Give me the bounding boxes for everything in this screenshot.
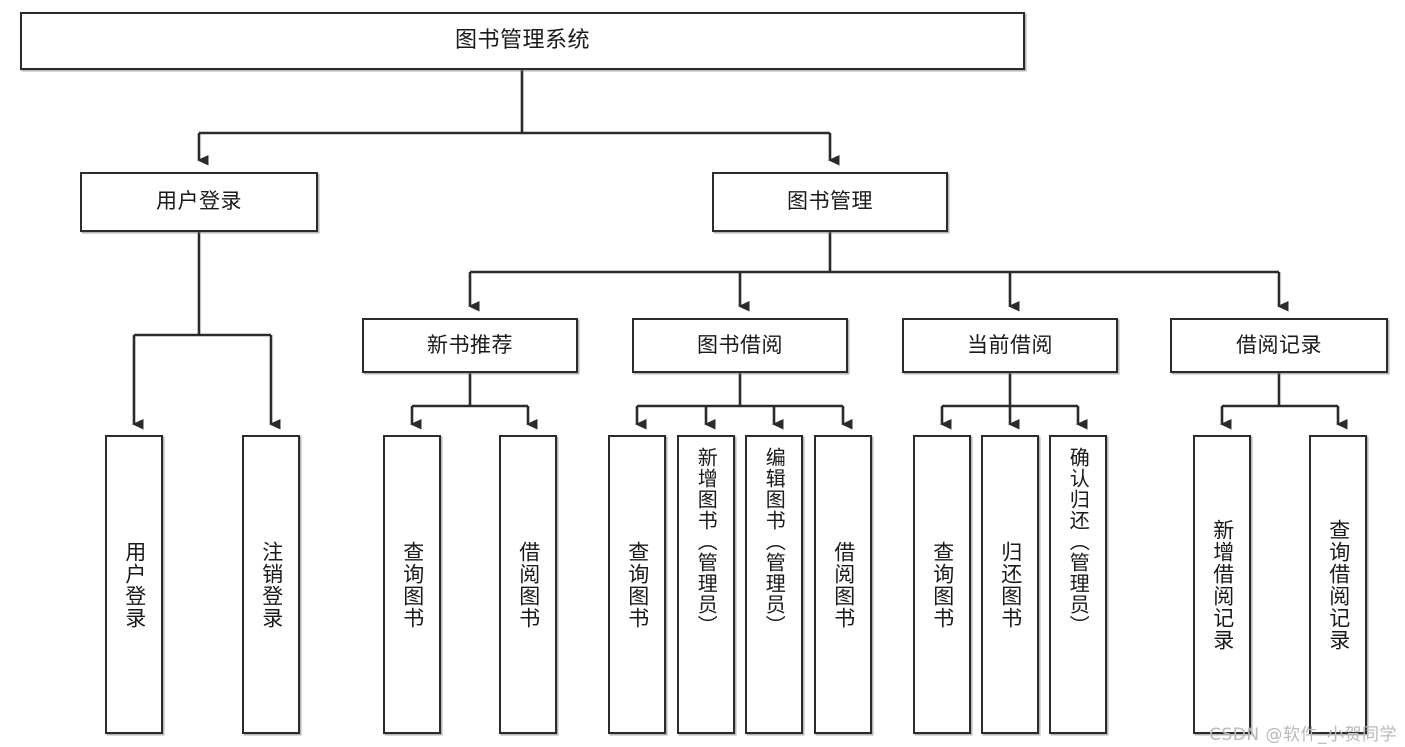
node-label: 当前借阅: [967, 332, 1053, 357]
node-label: 图书管理系统: [454, 27, 590, 53]
node-label: 编辑图书（管理员）: [762, 447, 787, 636]
leaf-recommend-borrow-book[interactable]: 借阅图书: [499, 435, 557, 734]
node-label: 归还图书: [998, 540, 1023, 629]
node-label: 借阅记录: [1236, 332, 1322, 357]
leaf-user-login-login[interactable]: 用户登录: [105, 435, 163, 734]
node-label: 查询借阅记录: [1326, 518, 1351, 651]
node-label: 图书借阅: [697, 332, 783, 357]
node-new-book-recommend[interactable]: 新书推荐: [362, 318, 578, 373]
node-label: 用户登录: [122, 540, 147, 629]
node-root-system[interactable]: 图书管理系统: [20, 12, 1025, 70]
node-user-login[interactable]: 用户登录: [80, 172, 318, 232]
node-label: 借阅图书: [516, 540, 541, 629]
node-label: 确认归还（管理员）: [1066, 447, 1091, 636]
leaf-borrow-edit-book-admin[interactable]: 编辑图书（管理员）: [745, 435, 803, 734]
node-label: 查询图书: [625, 540, 650, 629]
leaf-record-query-record[interactable]: 查询借阅记录: [1309, 435, 1367, 734]
leaf-current-return-book[interactable]: 归还图书: [981, 435, 1039, 734]
leaf-record-add-record[interactable]: 新增借阅记录: [1193, 435, 1251, 734]
node-label: 图书管理: [787, 189, 873, 214]
node-label: 用户登录: [156, 189, 242, 214]
leaf-recommend-query-book[interactable]: 查询图书: [383, 435, 441, 734]
node-label: 新增图书（管理员）: [694, 447, 719, 636]
leaf-borrow-borrow-book[interactable]: 借阅图书: [814, 435, 872, 734]
leaf-borrow-add-book-admin[interactable]: 新增图书（管理员）: [677, 435, 735, 734]
watermark-text: CSDN @软件_小贺同学: [1209, 725, 1397, 745]
node-book-borrow[interactable]: 图书借阅: [632, 318, 848, 373]
node-label: 新增借阅记录: [1210, 518, 1235, 651]
node-label: 查询图书: [400, 540, 425, 629]
leaf-current-query-book[interactable]: 查询图书: [913, 435, 971, 734]
leaf-borrow-query-book[interactable]: 查询图书: [608, 435, 666, 734]
leaf-user-login-logout[interactable]: 注销登录: [242, 435, 300, 734]
node-borrow-record[interactable]: 借阅记录: [1170, 318, 1388, 373]
node-label: 借阅图书: [831, 540, 856, 629]
node-current-borrow[interactable]: 当前借阅: [902, 318, 1118, 373]
node-label: 注销登录: [259, 540, 284, 629]
leaf-current-confirm-return-admin[interactable]: 确认归还（管理员）: [1049, 435, 1107, 734]
node-label: 新书推荐: [427, 332, 513, 357]
node-book-management[interactable]: 图书管理: [712, 172, 948, 232]
node-label: 查询图书: [930, 540, 955, 629]
